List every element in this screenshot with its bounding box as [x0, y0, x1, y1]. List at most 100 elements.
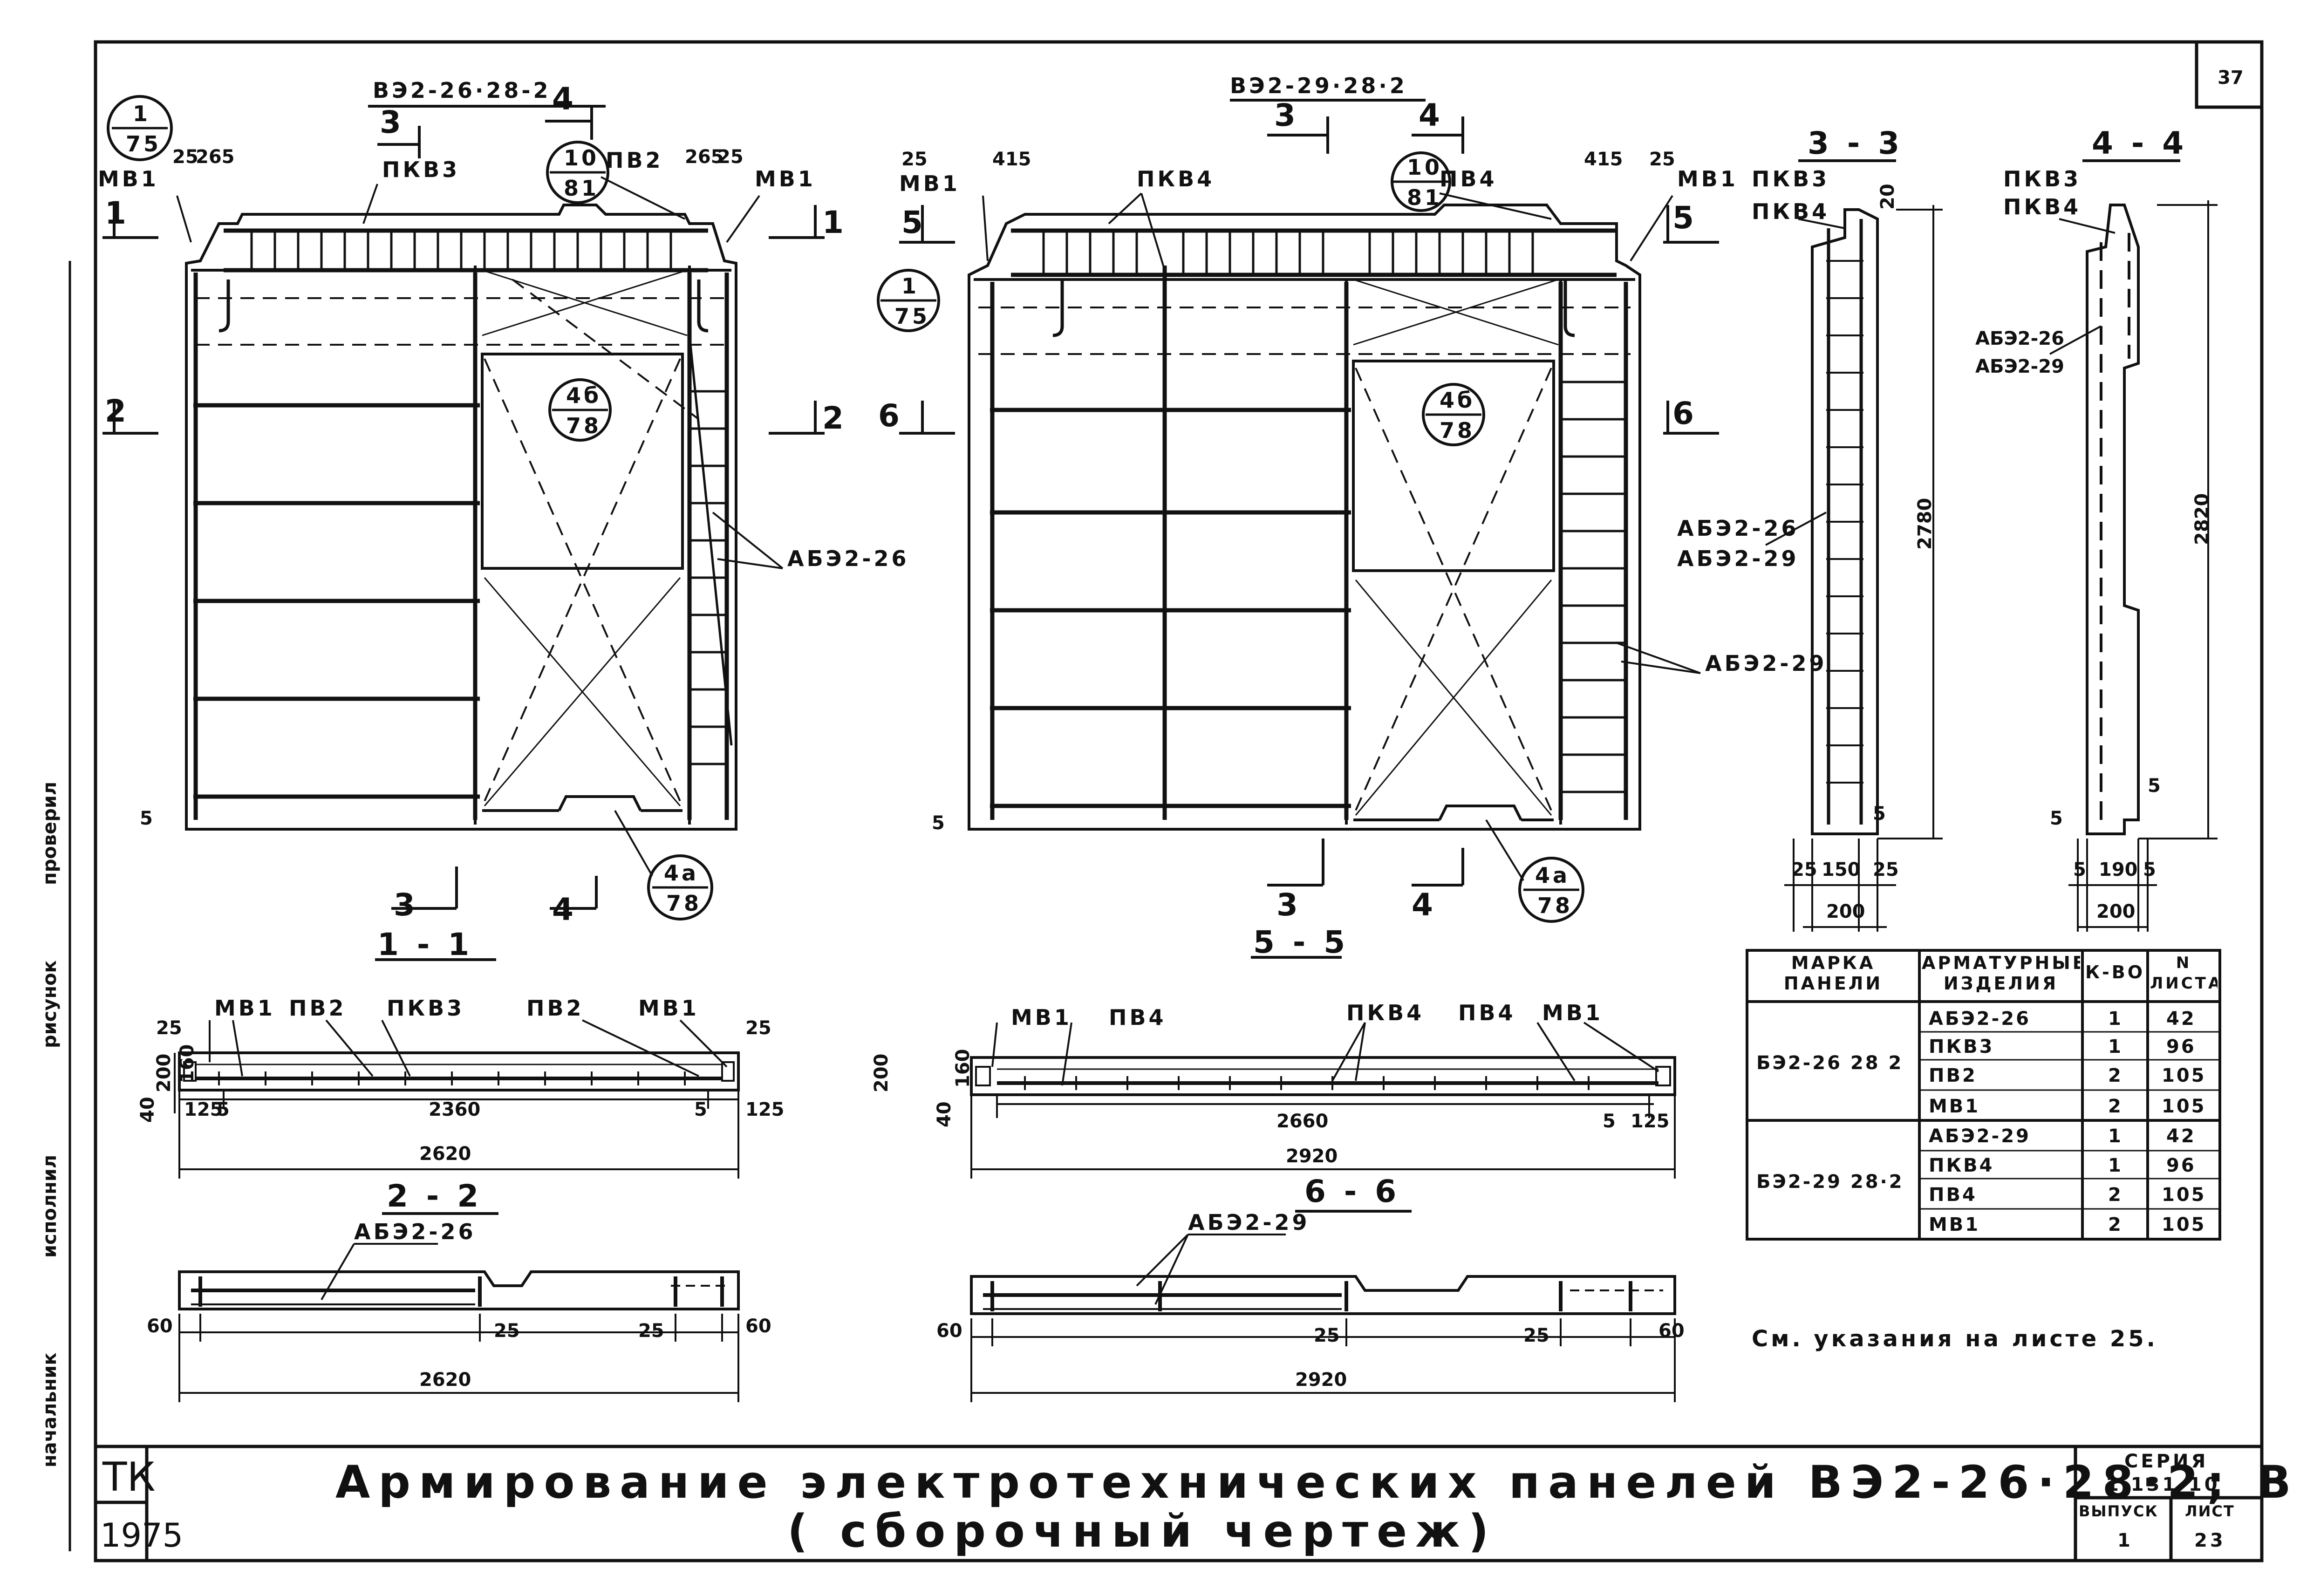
dim-label: 190 — [2099, 859, 2138, 880]
dim-label: 2920 — [1286, 1146, 1338, 1167]
dim-label: 150 — [1822, 859, 1861, 880]
svg-text:МВ1: МВ1 — [1929, 1096, 1980, 1117]
section-bottom-b: АБЭ2-29 60 25 25 60 2920 — [936, 1210, 1685, 1402]
svg-text:75: 75 — [126, 131, 161, 157]
svg-text:96: 96 — [2166, 1155, 2196, 1176]
svg-text:2: 2 — [2108, 1065, 2123, 1086]
label-abe26: АБЭ2-26 — [1975, 328, 2064, 349]
panel-a-elevation: ВЭ2-26·28-2 — [98, 78, 907, 962]
dim-label: 25 — [494, 1320, 520, 1342]
dim-label: 25 — [1314, 1325, 1340, 1346]
dim-label: 25 — [172, 146, 198, 168]
svg-text:1: 1 — [133, 101, 150, 126]
label-pv2: ПВ2 — [289, 996, 347, 1021]
dim-label: 5 — [694, 1099, 707, 1120]
issue-value: 1 — [2117, 1530, 2133, 1551]
cut-mark-label: 6 — [878, 398, 903, 434]
dim-label: 200 — [153, 1054, 175, 1093]
panel-b-elevation: ВЭ2-29·28·2 — [878, 73, 1827, 960]
callout-10-81: 10 81 — [546, 141, 609, 204]
section-title-5-5: 5 - 5 — [1253, 924, 1349, 960]
svg-text:10: 10 — [1407, 155, 1442, 180]
dim-label: 2920 — [1295, 1369, 1347, 1391]
svg-text:2: 2 — [2108, 1214, 2123, 1235]
label-abe29: АБЭ2-29 — [1188, 1210, 1310, 1235]
dim-label: 2620 — [419, 1143, 471, 1165]
svg-text:4а: 4а — [664, 860, 699, 886]
callout-4b-78: 4б 78 — [548, 378, 612, 442]
table-mark: БЭ2-26 28 2 — [1756, 1052, 1903, 1074]
svg-text:78: 78 — [566, 413, 601, 438]
dim-label: 200 — [871, 1054, 892, 1093]
dim-label: 2780 — [1914, 498, 1936, 550]
table-row: ПКВ4 1 96 — [1929, 1155, 2196, 1176]
label-pkv3: ПКВ3 — [387, 996, 464, 1021]
section-bottom-a: АБЭ2-26 60 25 25 60 2620 — [147, 1219, 771, 1402]
svg-text:78: 78 — [1440, 418, 1475, 443]
dim-label: 5 — [2073, 859, 2086, 880]
table-header: АРМАТУРНЫЕ ИЗДЕЛИЯ — [1922, 953, 2080, 994]
label-pkv3: ПКВ3 — [2003, 166, 2081, 191]
label-mb1: МВ1 — [899, 171, 960, 196]
series-value: 1 131-10 — [2106, 1474, 2220, 1495]
table-header: МАРКА ПАНЕЛИ — [1783, 953, 1883, 994]
dim-label: 5 — [932, 812, 945, 834]
cut-mark-label: 5 — [901, 205, 927, 240]
label-mb1: МВ1 — [1677, 166, 1738, 191]
section-6-6-plan: МВ1 ПВ4 ПКВ4 ПВ4 МВ1 200 160 40 2660 5 1… — [871, 1000, 1676, 1179]
cut-mark-label: 5 — [1672, 200, 1698, 236]
cut-mark-label: 2 — [822, 400, 847, 436]
svg-text:4а: 4а — [1535, 863, 1570, 888]
cut-mark-label: 3 — [380, 104, 405, 140]
svg-text:78: 78 — [666, 891, 702, 916]
dim-label: 265 — [196, 146, 235, 168]
svg-text:АБЭ2-29: АБЭ2-29 — [1929, 1125, 2031, 1147]
year-label: 1975 — [100, 1516, 183, 1555]
panel-a-title: ВЭ2-26·28-2 — [373, 78, 551, 103]
dim-label: 25 — [901, 149, 928, 170]
label-abe29: АБЭ2-29 — [1705, 651, 1827, 676]
dim-label: 5 — [2148, 775, 2161, 797]
svg-text:МВ1: МВ1 — [1929, 1214, 1980, 1235]
label-pv2: ПВ2 — [606, 148, 663, 173]
cut-mark-label: 3 — [1276, 887, 1302, 923]
svg-text:АБЭ2-26: АБЭ2-26 — [1929, 1008, 2031, 1030]
dim-label: 60 — [1658, 1320, 1685, 1342]
svg-text:ПКВ3: ПКВ3 — [1929, 1036, 1994, 1057]
svg-text:96: 96 — [2166, 1036, 2196, 1057]
svg-text:1: 1 — [2108, 1155, 2123, 1176]
dim-label: 5 — [217, 1099, 230, 1120]
dim-label: 25 — [717, 146, 744, 168]
label-abe26: АБЭ2-26 — [1677, 516, 1799, 541]
cut-mark-label: 2 — [105, 393, 130, 429]
svg-text:78: 78 — [1537, 893, 1573, 918]
label-pv4: ПВ4 — [1458, 1000, 1516, 1025]
issue-label: ВЫПУСК — [2079, 1502, 2158, 1520]
dim-label: 40 — [934, 1101, 955, 1127]
dim-label: 60 — [745, 1316, 771, 1337]
dim-label: 25 — [638, 1320, 664, 1342]
svg-text:4б: 4б — [566, 383, 601, 408]
sheet-label: ЛИСТ — [2185, 1502, 2235, 1520]
svg-text:10: 10 — [564, 145, 599, 171]
svg-text:1: 1 — [2108, 1008, 2123, 1030]
note-text: См. указания на листе 25. — [1752, 1326, 2158, 1352]
dim-label: 5 — [2143, 859, 2156, 880]
table-header: N ЛИСТА — [2150, 954, 2218, 993]
cut-mark-label: 3 — [394, 887, 419, 923]
sheet-number: 37 — [2218, 67, 2244, 89]
dim-label: 200 — [2096, 901, 2136, 922]
dim-label: 5 — [2050, 808, 2063, 829]
table-mark: БЭ2-29 28·2 — [1756, 1171, 1904, 1193]
callout-4a-78: 4а 78 — [614, 810, 713, 921]
dim-label: 160 — [952, 1049, 974, 1088]
drawing-subtitle: ( сборочный чертеж) — [787, 1505, 1497, 1557]
dim-label: 5 — [1603, 1111, 1616, 1132]
svg-text:2: 2 — [2108, 1184, 2123, 1206]
label-mb1: МВ1 — [1011, 1005, 1072, 1030]
dim-label: 2360 — [429, 1099, 480, 1120]
svg-text:4б: 4б — [1440, 388, 1475, 413]
svg-text:75: 75 — [894, 304, 930, 329]
dim-label: 415 — [1584, 149, 1623, 170]
dim-label: 125 — [745, 1099, 785, 1120]
